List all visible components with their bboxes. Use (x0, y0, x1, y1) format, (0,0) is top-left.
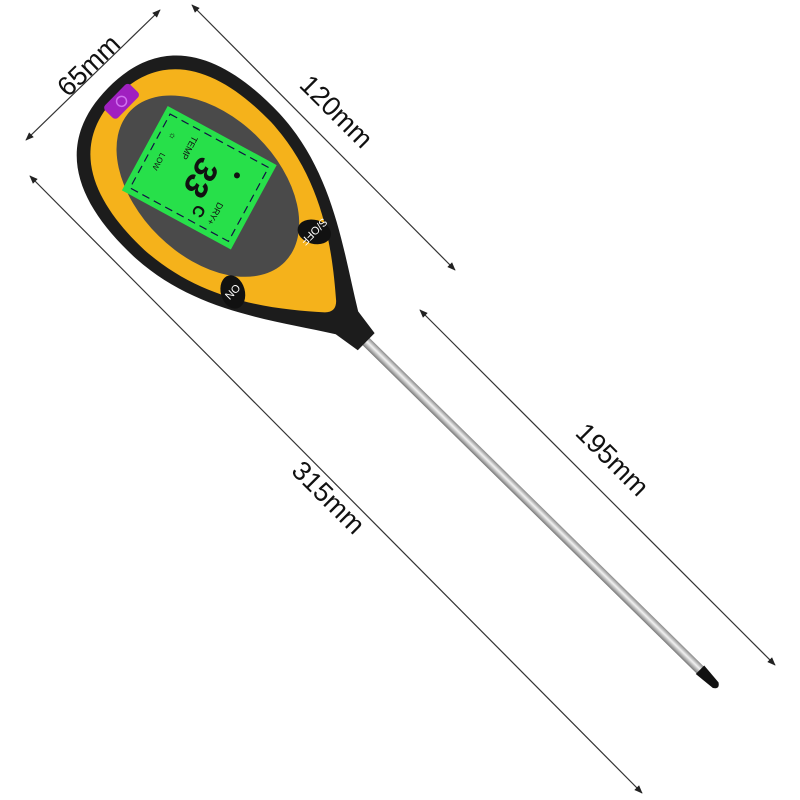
head-length-label: 120mm (294, 69, 379, 154)
total-length-dimension-line (29, 175, 643, 794)
lcd-display: ☼ LOW TEMP 33 C DRY+ (121, 105, 277, 250)
decimal-dot (233, 172, 240, 179)
width-dimension-line (25, 9, 161, 141)
mode-button[interactable]: S/OFF (286, 204, 342, 260)
probe-tip (695, 665, 719, 689)
soil-meter: ☼ LOW TEMP 33 C DRY+ S/OFF ON (76, 55, 719, 689)
probe-length-label: 195mm (570, 417, 655, 502)
indicator-light (104, 83, 139, 119)
lcd-frame (129, 113, 270, 243)
power-button[interactable]: ON (205, 264, 261, 320)
metal-probe (347, 322, 711, 681)
indicator-ring-icon (115, 95, 128, 108)
probe-length-dimension-line (419, 309, 776, 666)
total-length-label: 315mm (286, 455, 371, 540)
dimension-probe-length: 195mm (419, 309, 776, 666)
lcd-backlight (121, 105, 277, 250)
